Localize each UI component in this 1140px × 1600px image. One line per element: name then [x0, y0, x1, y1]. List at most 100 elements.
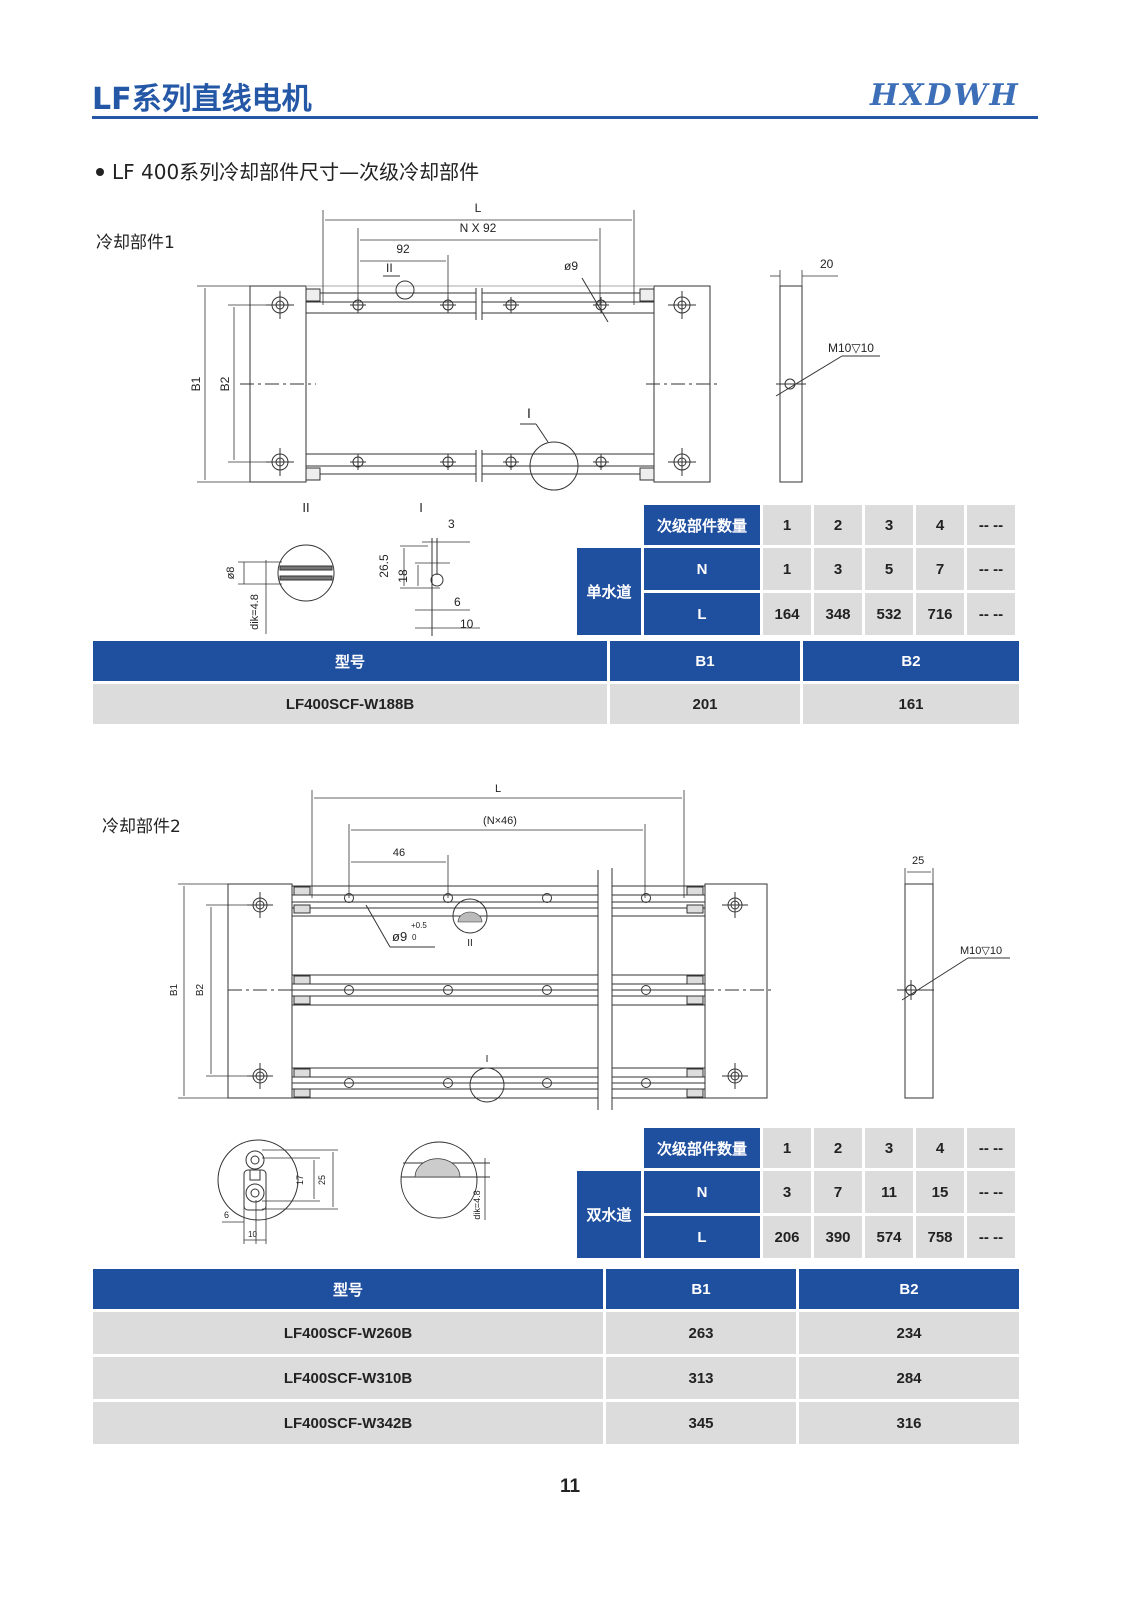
l-label: L: [644, 1216, 760, 1258]
part2-detail-II-label: II: [467, 938, 473, 949]
l-cell: 716: [916, 593, 964, 635]
brand-logo: HXDWH: [870, 78, 1020, 113]
part1-dim-L: L: [475, 201, 482, 215]
part1-label: 冷却部件1: [96, 233, 175, 253]
part2-detail-I: [217, 1139, 338, 1244]
part1-thread-spec: M10▽10: [828, 341, 874, 355]
b2-header: B2: [799, 1269, 1019, 1309]
model-cell: LF400SCF-W310B: [93, 1357, 603, 1399]
table-row: LF400SCF-W188B 201 161: [93, 684, 1019, 724]
n-cell: -- --: [967, 1171, 1015, 1213]
part1-side-width: 20: [820, 257, 834, 271]
channel-type-header: 单水道: [577, 548, 641, 635]
n-cell: -- --: [967, 548, 1015, 590]
count-cell: 3: [865, 1128, 913, 1168]
part2-tolerance-lower: 0: [412, 933, 417, 942]
part1-dim-92: 92: [396, 242, 410, 256]
b1-cell: 345: [606, 1402, 796, 1444]
b2-cell: 284: [799, 1357, 1019, 1399]
n-cell: 3: [814, 548, 862, 590]
n-label: N: [644, 1171, 760, 1213]
l-cell: 206: [763, 1216, 811, 1258]
part1-detail-II-label: II: [386, 261, 393, 275]
part1-detailI-title: I: [419, 500, 423, 515]
l-cell: 574: [865, 1216, 913, 1258]
table-row: LF400SCF-W310B 313 284: [93, 1357, 1019, 1399]
document-title: LF系列直线电机: [92, 82, 312, 117]
part2-detail-II: [400, 1141, 490, 1220]
part2-side-view: [897, 868, 1010, 1099]
part1-detailI-26-5: 26.5: [377, 554, 391, 578]
n-cell: 5: [865, 548, 913, 590]
count-cell: 4: [916, 505, 964, 545]
count-cell: -- --: [967, 505, 1015, 545]
part2-dim-B1: B1: [169, 983, 180, 996]
part2-detailI-10: 10: [248, 1230, 257, 1239]
count-cell: 3: [865, 505, 913, 545]
count-cell: 2: [814, 505, 862, 545]
part2-detail-I-label: I: [486, 1054, 489, 1065]
part2-dim-nx46: (N×46): [483, 815, 517, 827]
channel-type-header: 双水道: [577, 1171, 641, 1258]
b2-cell: 316: [799, 1402, 1019, 1444]
part2-detailI-6: 6: [224, 1210, 229, 1220]
part1-dim-phi9: ø9: [564, 259, 578, 273]
n-cell: 1: [763, 548, 811, 590]
b1-cell: 313: [606, 1357, 796, 1399]
n-cell: 11: [865, 1171, 913, 1213]
n-cell: 3: [763, 1171, 811, 1213]
model-cell: LF400SCF-W342B: [93, 1402, 603, 1444]
model-header: 型号: [93, 641, 607, 681]
part2-detailII-dik: dik=4.8: [472, 1190, 482, 1219]
b2-header: B2: [803, 641, 1019, 681]
count-cell: 1: [763, 505, 811, 545]
b1-cell: 201: [610, 684, 800, 724]
part1-detailI-6: 6: [454, 595, 461, 609]
table-row: LF400SCF-W342B 345 316: [93, 1402, 1019, 1444]
page-number: 11: [559, 1476, 581, 1497]
count-cell: 2: [814, 1128, 862, 1168]
part1-dim-B2: B2: [218, 376, 232, 391]
count-label: 次级部件数量: [644, 1128, 760, 1168]
section-heading-text: LF 400系列冷却部件尺寸—次级冷却部件: [112, 160, 480, 184]
part2-model-table: 型号 B1 B2 LF400SCF-W260B 263 234 LF400SCF…: [90, 1266, 1022, 1447]
part2-right-block: [704, 883, 768, 1099]
part1-detailI-3: 3: [448, 517, 455, 531]
part1-holes: [266, 291, 696, 476]
part1-detailI-18: 18: [396, 569, 410, 583]
l-cell: 532: [865, 593, 913, 635]
model-cell: LF400SCF-W260B: [93, 1312, 603, 1354]
bullet-icon: [96, 167, 104, 176]
table-row: LF400SCF-W260B 263 234: [93, 1312, 1019, 1354]
part2-label: 冷却部件2: [102, 817, 181, 837]
part2-holes: [247, 892, 748, 1089]
part1-model-table: 型号 B1 B2 LF400SCF-W188B 201 161: [90, 638, 1022, 727]
count-label: 次级部件数量: [644, 505, 760, 545]
part1-detailII-phi8: ø8: [225, 567, 237, 580]
part1-detailII-title: II: [302, 500, 309, 515]
l-label: L: [644, 593, 760, 635]
model-header: 型号: [93, 1269, 603, 1309]
part2-main-view: [178, 790, 772, 1110]
title-divider: [92, 116, 1038, 119]
part2-dim-B2: B2: [195, 983, 206, 996]
part1-detail-I: [400, 538, 480, 636]
part2-tolerance-upper: +0.5: [411, 921, 427, 930]
b1-header: B1: [606, 1269, 796, 1309]
part1-detailI-10: 10: [460, 617, 474, 631]
b2-cell: 161: [803, 684, 1019, 724]
n-cell: 15: [916, 1171, 964, 1213]
section-heading: LF 400系列冷却部件尺寸—次级冷却部件: [96, 156, 479, 185]
part2-count-table: 次级部件数量 1 2 3 4 -- -- 双水道 N 3 7 11 15 -- …: [574, 1125, 1018, 1261]
part1-detail-I-label: I: [527, 405, 531, 421]
b2-cell: 234: [799, 1312, 1019, 1354]
l-cell: -- --: [967, 593, 1015, 635]
part1-detail-II: [238, 544, 335, 634]
count-cell: 4: [916, 1128, 964, 1168]
b1-cell: 263: [606, 1312, 796, 1354]
n-cell: 7: [916, 548, 964, 590]
part1-dim-nx92: N X 92: [460, 221, 497, 235]
part2-detailI-25: 25: [317, 1175, 327, 1185]
l-cell: 758: [916, 1216, 964, 1258]
